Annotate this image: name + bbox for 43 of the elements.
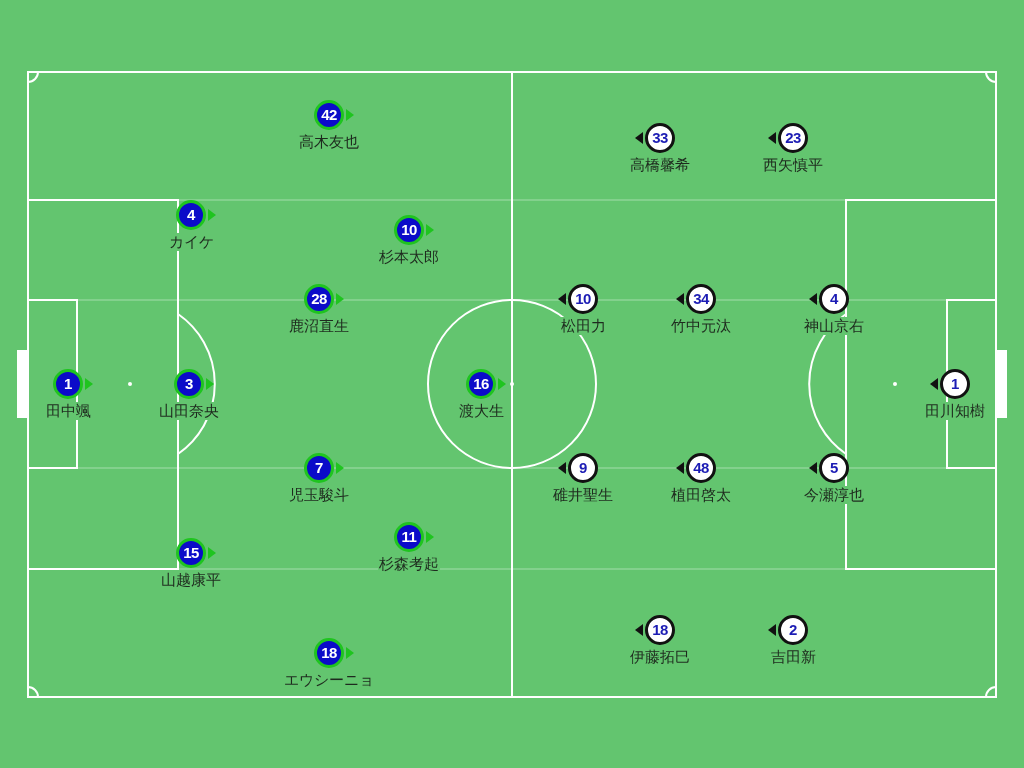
player-name: 山田奈央 bbox=[158, 402, 220, 420]
player-name: 高木友也 bbox=[298, 133, 360, 151]
player-number-marker: 18 bbox=[645, 615, 675, 645]
player-name: 児玉駿斗 bbox=[288, 486, 350, 504]
player-number-marker: 4 bbox=[819, 284, 849, 314]
player-name: 田川知樹 bbox=[924, 402, 986, 420]
player-number-marker: 42 bbox=[314, 100, 344, 130]
player-name: 伊藤拓巳 bbox=[629, 648, 691, 666]
player-name: 西矢慎平 bbox=[762, 156, 824, 174]
player-number-marker: 5 bbox=[819, 453, 849, 483]
player-name: 吉田新 bbox=[769, 648, 817, 666]
player-name: 杉本太郎 bbox=[378, 248, 440, 266]
player-name: 杉森考起 bbox=[378, 555, 440, 573]
player-number-marker: 4 bbox=[176, 200, 206, 230]
player-name: 鹿沼直生 bbox=[288, 317, 350, 335]
player-number-marker: 9 bbox=[568, 453, 598, 483]
player-number-marker: 28 bbox=[304, 284, 334, 314]
player-number-marker: 7 bbox=[304, 453, 334, 483]
player-name: 松田力 bbox=[559, 317, 607, 335]
player-name: 碓井聖生 bbox=[552, 486, 614, 504]
player-number-marker: 1 bbox=[53, 369, 83, 399]
player-name: 神山京右 bbox=[803, 317, 865, 335]
player-number-marker: 3 bbox=[174, 369, 204, 399]
player-number-marker: 1 bbox=[940, 369, 970, 399]
player-number-marker: 16 bbox=[466, 369, 496, 399]
player-number-marker: 15 bbox=[176, 538, 206, 568]
player-name: 山越康平 bbox=[160, 571, 222, 589]
player-name: 田中颯 bbox=[44, 402, 92, 420]
player-name: 高橋馨希 bbox=[629, 156, 691, 174]
player-number-marker: 18 bbox=[314, 638, 344, 668]
player-name: 竹中元汰 bbox=[670, 317, 732, 335]
player-number-marker: 34 bbox=[686, 284, 716, 314]
player-number-marker: 10 bbox=[568, 284, 598, 314]
player-name: 渡大生 bbox=[457, 402, 505, 420]
player-number-marker: 48 bbox=[686, 453, 716, 483]
player-name: 植田啓太 bbox=[670, 486, 732, 504]
player-number-marker: 11 bbox=[394, 522, 424, 552]
player-number-marker: 10 bbox=[394, 215, 424, 245]
player-name: カイケ bbox=[167, 233, 215, 251]
player-number-marker: 23 bbox=[778, 123, 808, 153]
player-name: 今瀬淳也 bbox=[803, 486, 865, 504]
player-number-marker: 2 bbox=[778, 615, 808, 645]
player-number-marker: 33 bbox=[645, 123, 675, 153]
